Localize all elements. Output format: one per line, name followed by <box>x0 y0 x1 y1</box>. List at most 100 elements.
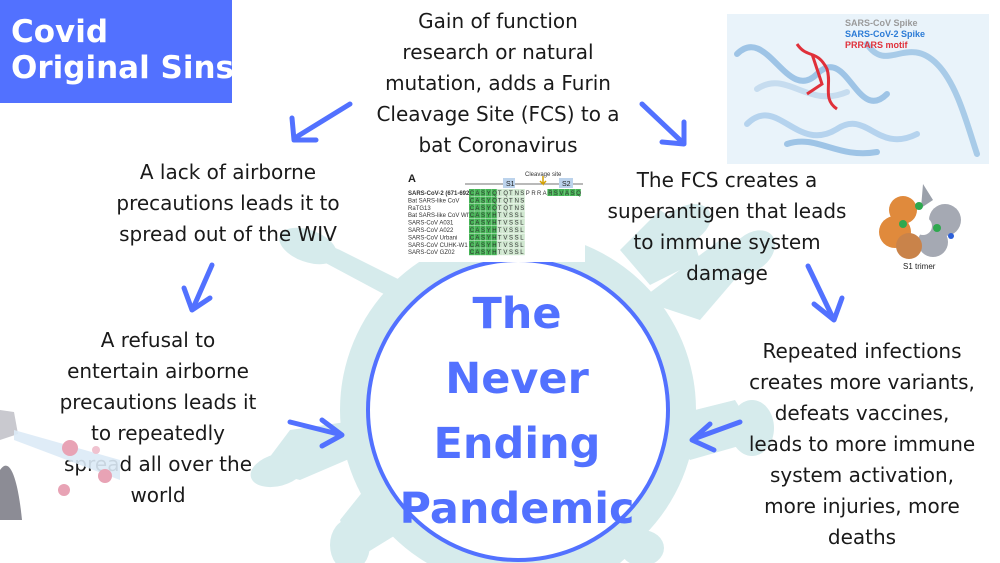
alignment-residue: L <box>520 228 524 234</box>
alignment-residue: T <box>509 191 513 197</box>
alignment-residue: T <box>498 213 502 219</box>
alignment-residue: C <box>470 198 475 204</box>
alignment-cell <box>469 248 475 256</box>
alignment-residue: A <box>543 191 547 197</box>
alignment-residue: Y <box>487 228 491 234</box>
alignment-cell <box>474 196 480 204</box>
alignment-cell <box>480 240 486 248</box>
alignment-cell <box>502 240 508 248</box>
alignment-residue: C <box>470 250 475 256</box>
alignment-cell <box>485 233 492 241</box>
alignment-residue: H <box>492 228 496 234</box>
alignment-cell <box>474 218 480 226</box>
alignment-residue: V <box>503 213 507 219</box>
node-line: mutation, adds a Furin <box>385 71 611 95</box>
alignment-residue: R <box>531 191 536 197</box>
legend-item: PRRARS motif <box>845 40 908 50</box>
alignment-residue: A <box>475 206 479 212</box>
alignment-cell <box>469 211 475 219</box>
node-line: precautions leads it to <box>116 191 340 215</box>
alignment-cell <box>491 218 497 226</box>
alignment-residue: T <box>509 206 513 212</box>
alignment-cell <box>469 189 475 196</box>
alignment-residue: A <box>475 198 479 204</box>
alignment-residue: H <box>492 221 496 227</box>
alignment-residue: A <box>475 213 479 219</box>
cleavage-label: Cleavage site <box>525 172 562 178</box>
alignment-residue: S <box>554 191 558 197</box>
alignment-cell <box>519 196 525 204</box>
alignment-cell <box>497 218 503 226</box>
alignment-cell <box>485 211 492 219</box>
alignment-residue: T <box>498 250 502 256</box>
alignment-cell <box>508 248 514 256</box>
alignment-cell <box>469 218 475 226</box>
alignment-cell <box>480 189 486 196</box>
alignment-residue: Y <box>487 213 491 219</box>
alignment-cell <box>569 189 576 196</box>
alignment-cell <box>508 196 514 204</box>
alignment-cell <box>508 226 514 233</box>
alignment-cell <box>469 196 475 204</box>
trimer-image: S1 trimer <box>873 180 973 275</box>
node-top: Gain of function research or natural mut… <box>358 6 638 161</box>
alignment-residue: C <box>470 228 475 234</box>
alignment-residue: V <box>503 228 507 234</box>
alignment-residue: T <box>498 198 502 204</box>
alignment-residue: S <box>481 250 485 256</box>
alignment-residue: Q <box>503 198 508 204</box>
node-right-lower: Repeated infections creates more variant… <box>738 336 986 553</box>
node-line: Gain of function <box>418 9 578 33</box>
badge-line: Original Sins <box>11 50 234 86</box>
alignment-cell <box>541 189 548 196</box>
alignment-cell <box>519 233 525 241</box>
alignment-residue: H <box>492 213 496 219</box>
alignment-cell <box>502 218 508 226</box>
alignment-row-name: Bat SARS-like CoV WIV16 <box>408 213 480 219</box>
alignment-residue: C <box>470 221 475 227</box>
alignment-residue: S <box>515 250 519 256</box>
node-line: system activation, <box>769 463 955 487</box>
alignment-cell <box>474 226 480 233</box>
alignment-residue: V <box>503 221 507 227</box>
alignment-cell <box>491 203 497 211</box>
alignment-cell <box>491 211 497 219</box>
virus-spike-tip <box>728 230 776 274</box>
alignment-cell <box>480 196 486 204</box>
alignment-cell <box>502 226 508 233</box>
alignment-residue: A <box>475 250 479 256</box>
alignment-residue: Y <box>487 206 491 212</box>
alignment-cell <box>469 203 475 211</box>
alignment-residue: C <box>470 206 475 212</box>
alignment-cell <box>480 226 486 233</box>
alignment-cell <box>497 203 503 211</box>
alignment-residue: N <box>515 198 519 204</box>
alignment-residue: R <box>537 191 542 197</box>
alignment-residue: T <box>509 198 513 204</box>
alignment-cell <box>502 203 508 211</box>
alignment-residue: Y <box>487 250 491 256</box>
node-line: world <box>130 483 186 507</box>
node-line: spread out of the WIV <box>119 222 337 246</box>
alignment-residue: S <box>509 243 513 249</box>
alignment-cell <box>480 248 486 256</box>
alignment-cell <box>491 189 497 196</box>
alignment-residue: S <box>515 228 519 234</box>
alignment-cell <box>474 240 480 248</box>
person-body <box>0 465 22 520</box>
alignment-row-name: SARS-CoV Urbani <box>408 235 457 241</box>
sequence-alignment-image: A Cleavage site S1 S2 SARS-CoV-2 (671-69… <box>405 170 585 262</box>
alignment-cell <box>530 189 536 196</box>
alignment-residue: C <box>470 191 475 197</box>
alignment-residue: L <box>520 250 524 256</box>
alignment-cell <box>497 211 503 219</box>
trimer-label: S1 trimer <box>903 262 936 271</box>
alignment-cell <box>519 226 525 233</box>
center-line: Never <box>445 354 589 404</box>
alignment-cell <box>491 248 497 256</box>
alignment-residue: T <box>498 206 502 212</box>
alignment-cell <box>474 248 480 256</box>
node-left-lower: A refusal to entertain airborne precauti… <box>48 325 268 511</box>
alignment-cell <box>508 233 514 241</box>
